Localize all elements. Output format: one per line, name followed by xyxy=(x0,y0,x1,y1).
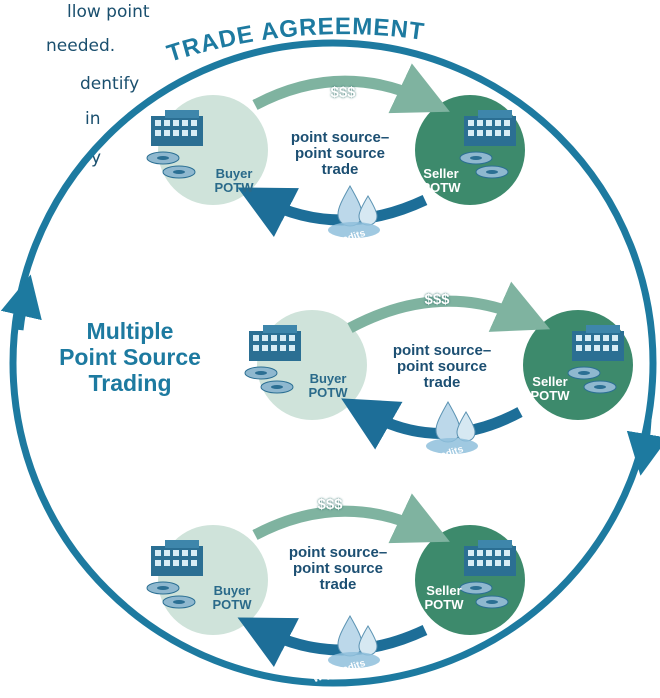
buyer-line: POTW xyxy=(212,597,252,612)
center-label-line: Point Source xyxy=(59,344,201,370)
buyer-line: Buyer xyxy=(213,583,251,598)
buyer-label: Buyer POTW xyxy=(204,167,264,195)
center-label-line: Multiple xyxy=(86,318,174,344)
intro-fragment: y xyxy=(91,148,102,168)
seller-line: Seller xyxy=(532,374,568,389)
buyer-line: POTW xyxy=(214,180,254,195)
trade-type-line: trade xyxy=(423,374,461,391)
buyer-line: Buyer xyxy=(215,166,253,181)
ring-arrow-left xyxy=(0,274,42,331)
trade-type-label: point source– point source trade xyxy=(372,343,512,391)
trade-type-label: point source– point source trade xyxy=(270,130,410,178)
money-arrow xyxy=(252,493,450,544)
intro-fragment: llow point xyxy=(67,2,150,22)
trade-type-line: point source xyxy=(294,145,385,162)
money-label: $$$ xyxy=(424,291,450,308)
money-arrow xyxy=(252,63,450,114)
buyer-line: POTW xyxy=(308,385,348,400)
intro-fragment: needed. xyxy=(46,36,116,56)
money-arrow xyxy=(347,281,551,333)
trade-type-line: point source xyxy=(396,358,487,375)
trade-type-line: point source– xyxy=(290,129,390,146)
seller-line: POTW xyxy=(530,388,570,403)
center-label-line: Trading xyxy=(88,370,172,396)
trade-type-line: trade xyxy=(319,576,357,593)
trade-type-label: point source– point source trade xyxy=(268,545,408,593)
buyer-line: Buyer xyxy=(309,371,347,386)
money-label: $$$ xyxy=(317,496,343,513)
trade-type-line: point source– xyxy=(288,544,388,561)
seller-label: Seller POTW xyxy=(414,584,474,612)
buyer-label: Buyer POTW xyxy=(202,584,262,612)
seller-label: Seller POTW xyxy=(520,375,580,403)
seller-line: Seller xyxy=(423,166,459,181)
trade-agreement-title: TRADE AGREEMENT xyxy=(164,13,427,68)
trade-type-line: point source xyxy=(292,560,383,577)
ring-arrow-right xyxy=(626,419,660,476)
multiple-point-source-trading-label: Multiple Point Source Trading xyxy=(30,318,230,396)
seller-line: POTW xyxy=(424,597,464,612)
buyer-label: Buyer POTW xyxy=(298,372,358,400)
intro-fragment: in xyxy=(85,109,101,129)
seller-line: POTW xyxy=(421,180,461,195)
seller-line: Seller xyxy=(426,583,462,598)
trade-unit-1: WQ Credits xyxy=(146,63,525,255)
trade-type-line: trade xyxy=(321,161,359,178)
intro-fragment: dentify xyxy=(80,74,140,94)
agreement-ring xyxy=(9,39,657,687)
trade-type-line: point source– xyxy=(392,342,492,359)
seller-label: Seller POTW xyxy=(411,167,471,195)
money-label: $$$ xyxy=(330,84,356,101)
